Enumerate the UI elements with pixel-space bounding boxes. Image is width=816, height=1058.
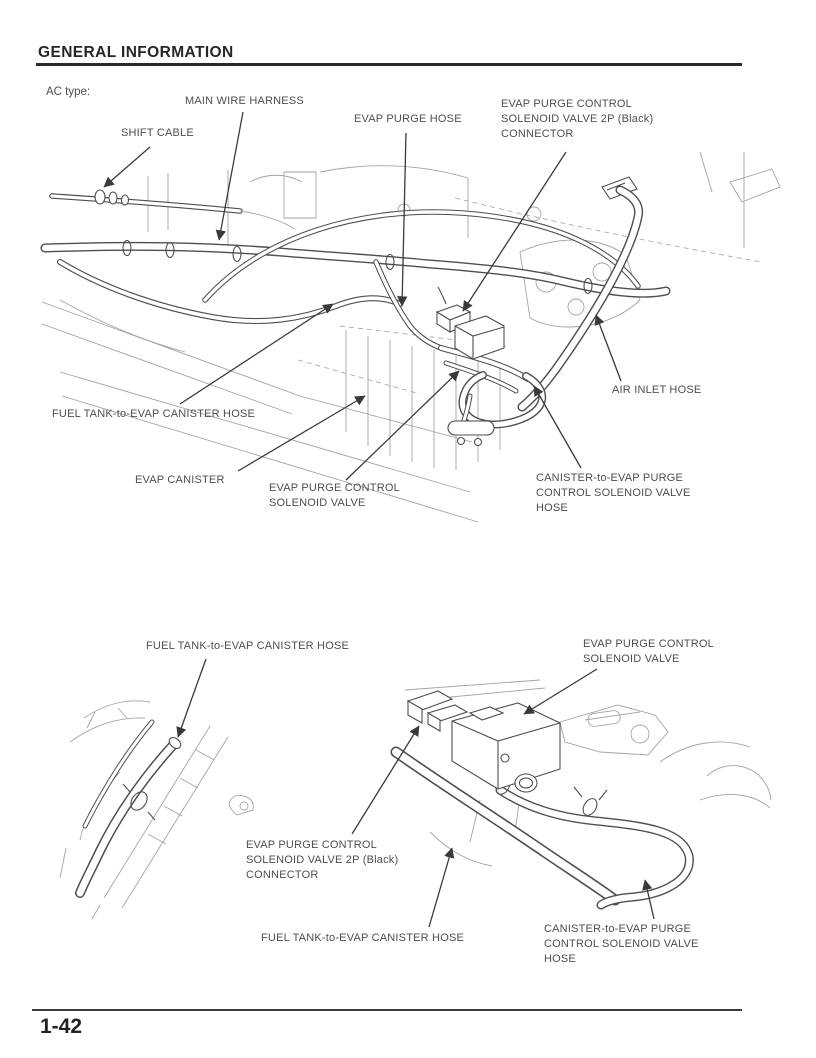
page-title: GENERAL INFORMATION: [38, 44, 234, 61]
top-diagram-leader-arrows: [103, 111, 622, 481]
top-diagram-hoses: [40, 185, 671, 447]
label-evap-canister: EVAP CANISTER: [135, 474, 225, 486]
label-evap-purge-solenoid-valve-top: EVAP PURGE CONTROL SOLENOID VALVE: [269, 482, 400, 509]
bottom-diagram-leader-arrows: [176, 658, 655, 928]
header-rule: [36, 63, 742, 66]
label-evap-purge-hose: EVAP PURGE HOSE: [354, 113, 462, 125]
label-air-inlet-hose: AIR INLET HOSE: [612, 384, 702, 396]
label-canister-to-evap-hose-bottom: CANISTER-to-EVAP PURGE CONTROL SOLENOID …: [544, 923, 699, 965]
page-number: 1-42: [40, 1015, 83, 1038]
label-shift-cable: SHIFT CABLE: [121, 127, 194, 139]
label-fuel-tank-to-evap-canister-hose-top-diagram: FUEL TANK-to-EVAP CANISTER HOSE: [52, 408, 256, 420]
label-canister-to-evap-hose-top: CANISTER-to-EVAP PURGE CONTROL SOLENOID …: [536, 472, 691, 514]
top-diagram-solenoid-valve: [435, 286, 505, 360]
label-evap-purge-solenoid-connector-top: EVAP PURGE CONTROL SOLENOID VALVE 2P (Bl…: [501, 98, 654, 140]
label-evap-purge-solenoid-connector-bottom: EVAP PURGE CONTROL SOLENOID VALVE 2P (Bl…: [246, 839, 399, 881]
bottom-right-diagram-hoses: [390, 746, 694, 910]
bottom-right-diagram-sketch: [404, 679, 772, 867]
bottom-left-diagram-sketch: [59, 700, 254, 920]
label-fuel-tank-hose-bottom-diagram-bottom: FUEL TANK-to-EVAP CANISTER HOSE: [261, 932, 465, 944]
label-fuel-tank-hose-bottom-diagram-top: FUEL TANK-to-EVAP CANISTER HOSE: [146, 640, 350, 652]
variant-label: AC type:: [46, 86, 91, 98]
bottom-right-diagram-solenoid-valve: [406, 690, 561, 793]
top-diagram-engine-sketch: [41, 151, 781, 523]
footer-rule: [32, 1009, 742, 1011]
label-evap-purge-solenoid-valve-bottom: EVAP PURGE CONTROL SOLENOID VALVE: [583, 638, 714, 665]
label-main-wire-harness: MAIN WIRE HARNESS: [185, 95, 304, 107]
